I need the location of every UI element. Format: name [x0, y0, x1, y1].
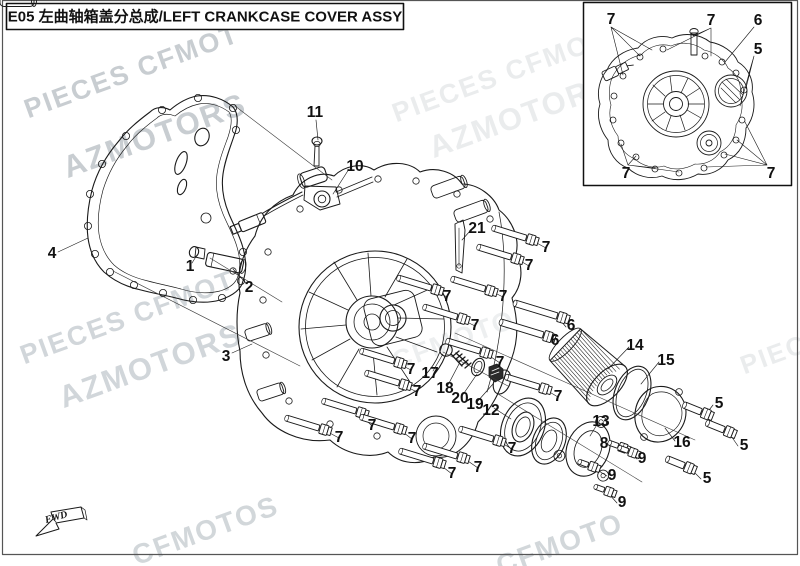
callout-label-7: 7: [767, 165, 776, 182]
bolt: [359, 347, 408, 370]
inset-leader-lines: [610, 26, 768, 173]
callout-layer: 1234101121171820191214151613899955566777…: [48, 11, 776, 511]
callout-label-7: 7: [496, 354, 505, 371]
callout-label-9: 9: [618, 494, 627, 511]
oil-plug-part1: [188, 246, 206, 260]
bolt-layer: [284, 224, 738, 499]
bolt-part11: [311, 136, 323, 167]
bolt: [359, 413, 408, 436]
callout-label-10: 10: [346, 158, 363, 175]
callout-label-8: 8: [600, 435, 609, 452]
bolt: [422, 303, 471, 326]
cover-oil-boss: [363, 289, 423, 347]
callout-label-11: 11: [307, 104, 324, 121]
bolt: [617, 445, 642, 460]
bolt: [284, 414, 333, 437]
callout-label-7: 7: [499, 288, 508, 305]
callout-label-19: 19: [466, 396, 484, 413]
washer-part20: [470, 357, 486, 377]
bolt: [450, 275, 499, 298]
callout-label-5: 5: [740, 437, 749, 454]
callout-label-6: 6: [551, 332, 560, 349]
bolt: [491, 224, 540, 247]
bolt: [593, 484, 618, 499]
callout-label-7: 7: [413, 383, 422, 400]
callout-label-9: 9: [638, 450, 647, 467]
callout-label-7: 7: [448, 465, 457, 482]
inset-box: [582, 1, 793, 187]
bolt: [476, 243, 525, 266]
bolt: [504, 373, 553, 396]
oil-filter-part14: [548, 327, 628, 407]
callout-label-7: 7: [474, 459, 483, 476]
inset-rib-lines: [647, 75, 705, 131]
spring-part18: [450, 350, 472, 369]
gasket: [84, 94, 247, 304]
bolt: [498, 318, 557, 344]
bolt: [396, 274, 445, 297]
callout-label-7: 7: [607, 11, 616, 28]
callout-label-7: 7: [508, 440, 517, 457]
bolt: [398, 447, 447, 470]
sensor-part2: [205, 252, 247, 275]
bolt: [422, 442, 471, 465]
bolt: [665, 455, 698, 475]
callout-label-7: 7: [443, 288, 452, 305]
callout-label-7: 7: [368, 417, 377, 434]
bolt: [577, 459, 602, 474]
gasket-bolt-holes: [84, 94, 247, 304]
bolt: [458, 425, 507, 448]
bolt: [445, 337, 494, 360]
callout-label-7: 7: [622, 165, 631, 182]
callout-label-9: 9: [608, 467, 617, 484]
strip-part21: [454, 219, 466, 274]
page-border: [1, 0, 799, 556]
callout-label-5: 5: [703, 470, 712, 487]
callout-label-7: 7: [707, 12, 716, 29]
callout-label-4: 4: [48, 245, 57, 262]
callout-label-13: 13: [592, 413, 610, 430]
callout-label-15: 15: [657, 352, 675, 369]
callout-label-6: 6: [567, 317, 576, 334]
callout-label-17: 17: [421, 365, 438, 382]
oil-seal: [531, 417, 567, 465]
retainer-plate-part13: [553, 416, 611, 482]
title-box: E05 左曲轴箱盖分总成/LEFT CRANKCASE COVER ASSY: [5, 2, 405, 31]
callout-label-14: 14: [626, 337, 644, 354]
assembly-lines: [112, 105, 696, 483]
page-title: E05 左曲轴箱盖分总成/LEFT CRANKCASE COVER ASSY: [8, 8, 403, 26]
callout-label-18: 18: [436, 380, 454, 397]
callout-label-7: 7: [335, 429, 344, 446]
callout-label-5: 5: [754, 41, 763, 58]
lever-part10: [297, 166, 374, 211]
inset-assembled-cover: [597, 26, 768, 181]
callout-label-16: 16: [673, 434, 691, 451]
callout-label-6: 6: [754, 12, 763, 29]
callout-label-7: 7: [542, 239, 551, 256]
bolt: [682, 401, 715, 421]
cover-bolt-bosses: [0, 0, 491, 402]
callout-label-2: 2: [245, 279, 254, 296]
callout-label-12: 12: [482, 402, 499, 419]
callout-label-7: 7: [408, 430, 417, 447]
bolt: [512, 299, 571, 325]
fwd-arrow: FWD: [35, 506, 88, 537]
callout-label-7: 7: [471, 317, 480, 334]
callout-label-5: 5: [715, 395, 724, 412]
callout-label-20: 20: [451, 390, 468, 407]
bolt: [364, 369, 413, 392]
callout-label-21: 21: [468, 220, 486, 237]
filter-pleats: [551, 328, 620, 401]
callout-label-7: 7: [525, 257, 534, 274]
callout-label-3: 3: [222, 348, 231, 365]
callout-label-7: 7: [407, 361, 416, 378]
oring-part15: [612, 365, 652, 421]
inset-top-bolt: [689, 28, 699, 56]
callout-label-7: 7: [554, 388, 563, 405]
callout-label-1: 1: [186, 258, 195, 275]
bolt: [705, 419, 738, 439]
